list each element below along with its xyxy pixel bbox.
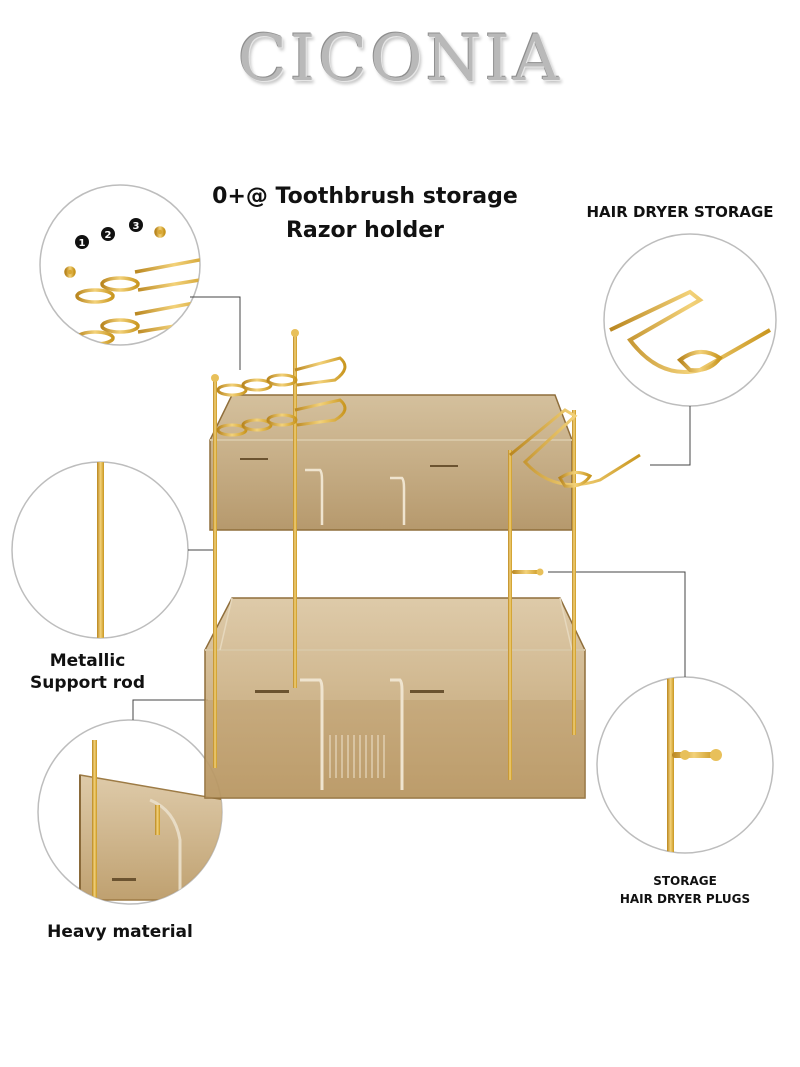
support-rod-line1: Metallic [49, 651, 126, 671]
svg-text:3: 3 [133, 221, 140, 232]
leader-lines [132, 296, 691, 720]
marker-2: 2 [101, 227, 115, 241]
toothbrush-storage-label: 0+@ Toothbrush storage Razor holder [185, 180, 545, 248]
brand-logo: CICONIA [237, 22, 563, 96]
svg-text:2: 2 [105, 230, 112, 241]
marker-3: 3 [129, 218, 143, 232]
svg-text:1: 1 [79, 238, 86, 249]
toothbrush-holder-callout: 1 2 3 [39, 184, 201, 346]
heavy-material-callout [37, 719, 223, 905]
plugs-line2: HAIR DRYER PLUGS [619, 892, 751, 906]
main-product [204, 329, 641, 799]
metallic-rod-callout [11, 461, 189, 639]
hair-dryer-plugs-label: STORAGE HAIR DRYER PLUGS [590, 872, 780, 908]
plugs-line1: STORAGE [653, 874, 717, 888]
heavy-material-label: Heavy material [47, 922, 193, 942]
hair-dryer-storage-label: HAIR DRYER STORAGE [586, 203, 774, 221]
support-rod-line2: Support rod [29, 673, 146, 693]
toothbrush-storage-line1: 0+@ Toothbrush storage [212, 184, 518, 209]
hair-dryer-hook-callout [603, 233, 777, 407]
toothbrush-storage-line2: Razor holder [285, 218, 445, 243]
support-rod-label: Metallic Support rod [0, 650, 175, 694]
marker-1: 1 [75, 235, 89, 249]
plug-hook-callout [596, 676, 774, 854]
